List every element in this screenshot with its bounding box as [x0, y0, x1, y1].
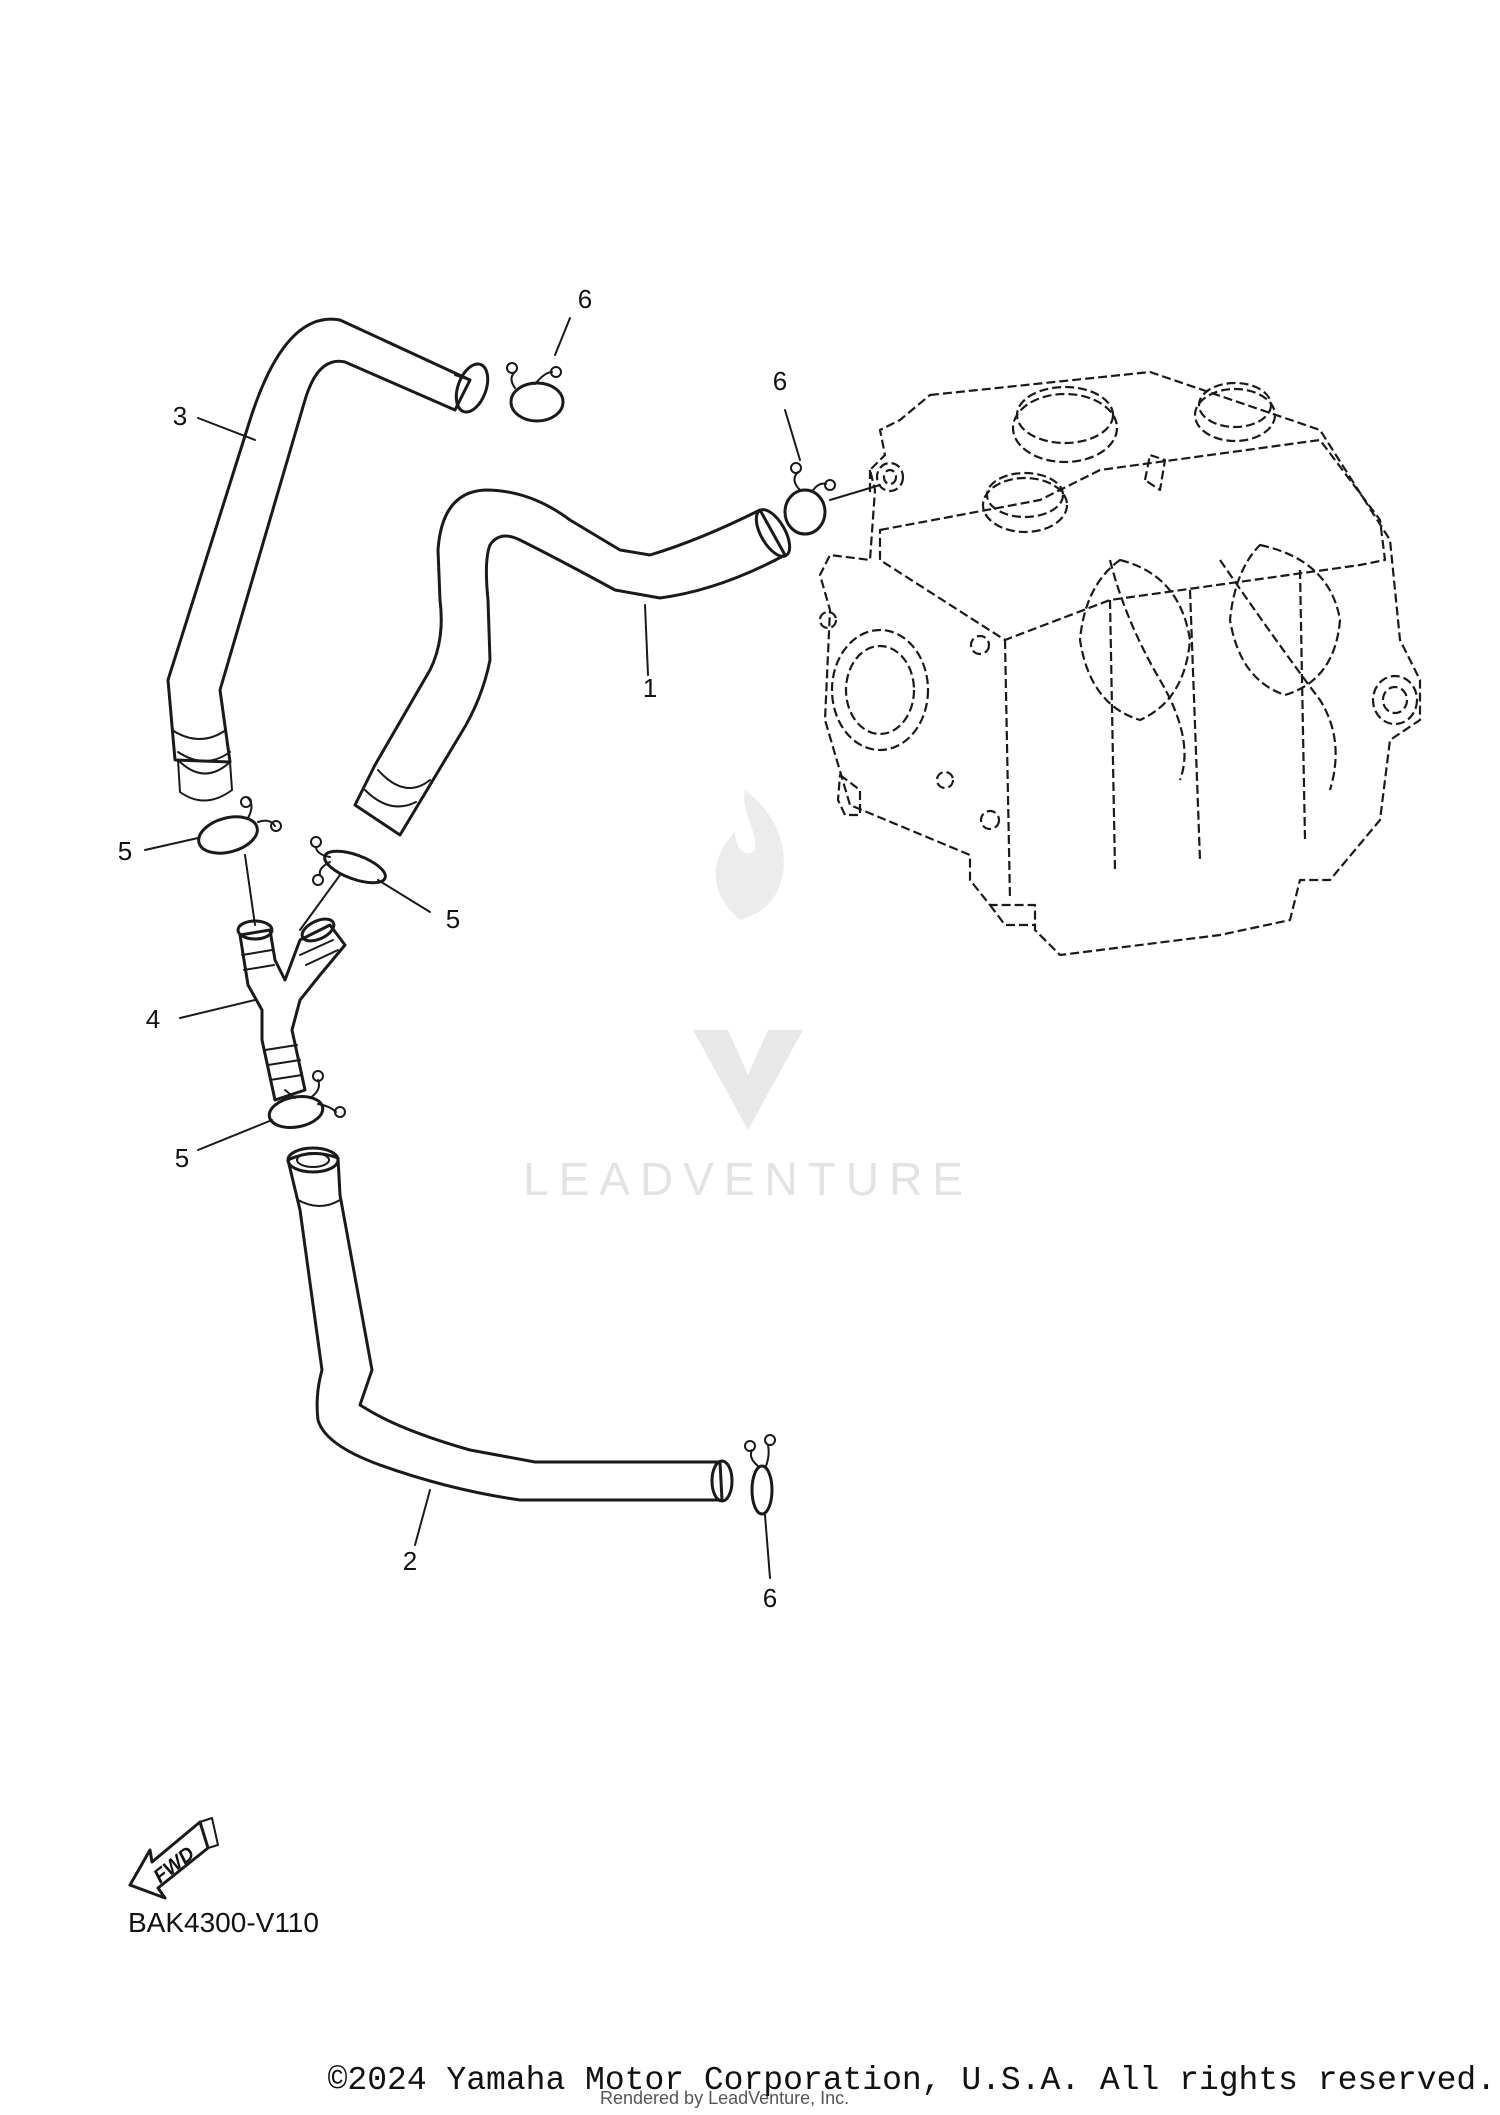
callout-6-bottom: 6 — [763, 1583, 777, 1613]
callout-5-lower: 5 — [175, 1143, 189, 1173]
callout-1: 1 — [643, 673, 657, 703]
callout-4: 4 — [146, 1004, 160, 1034]
clamp-6-right[interactable] — [783, 462, 836, 536]
fwd-arrow-icon: FWD — [128, 1817, 219, 1900]
callout-5-upper-right: 5 — [446, 904, 460, 934]
watermark-text: LEADVENTURE — [523, 1153, 973, 1205]
callout-3: 3 — [173, 401, 187, 431]
clamp-5-upper-right[interactable] — [310, 836, 389, 889]
clamp-5-lower[interactable] — [267, 1070, 346, 1131]
hose-1[interactable] — [353, 488, 796, 837]
callout-6-top: 6 — [578, 284, 592, 314]
fwd-label: FWD — [150, 1843, 199, 1888]
drawing-code: BAK4300-V110 — [128, 1907, 319, 1938]
callout-5-upper-left: 5 — [118, 836, 132, 866]
leadventure-watermark: LEADVENTURE — [523, 790, 973, 1205]
y-joint-4[interactable] — [236, 915, 347, 1102]
clamp-5-upper-left[interactable] — [195, 796, 282, 859]
hose-3[interactable] — [166, 317, 494, 802]
cylinder-head-outline — [818, 370, 1422, 957]
leader-lines — [144, 317, 881, 1579]
copyright-text: ©2024 Yamaha Motor Corporation, U.S.A. A… — [327, 2062, 1496, 2099]
rendered-by-text: Rendered by LeadVenture, Inc. — [600, 2088, 850, 2108]
callout-2: 2 — [403, 1546, 417, 1576]
callout-6-right: 6 — [773, 366, 787, 396]
clamp-6-bottom[interactable] — [744, 1434, 776, 1516]
clamp-6-top[interactable] — [506, 362, 565, 423]
hose-2[interactable] — [286, 1146, 734, 1503]
